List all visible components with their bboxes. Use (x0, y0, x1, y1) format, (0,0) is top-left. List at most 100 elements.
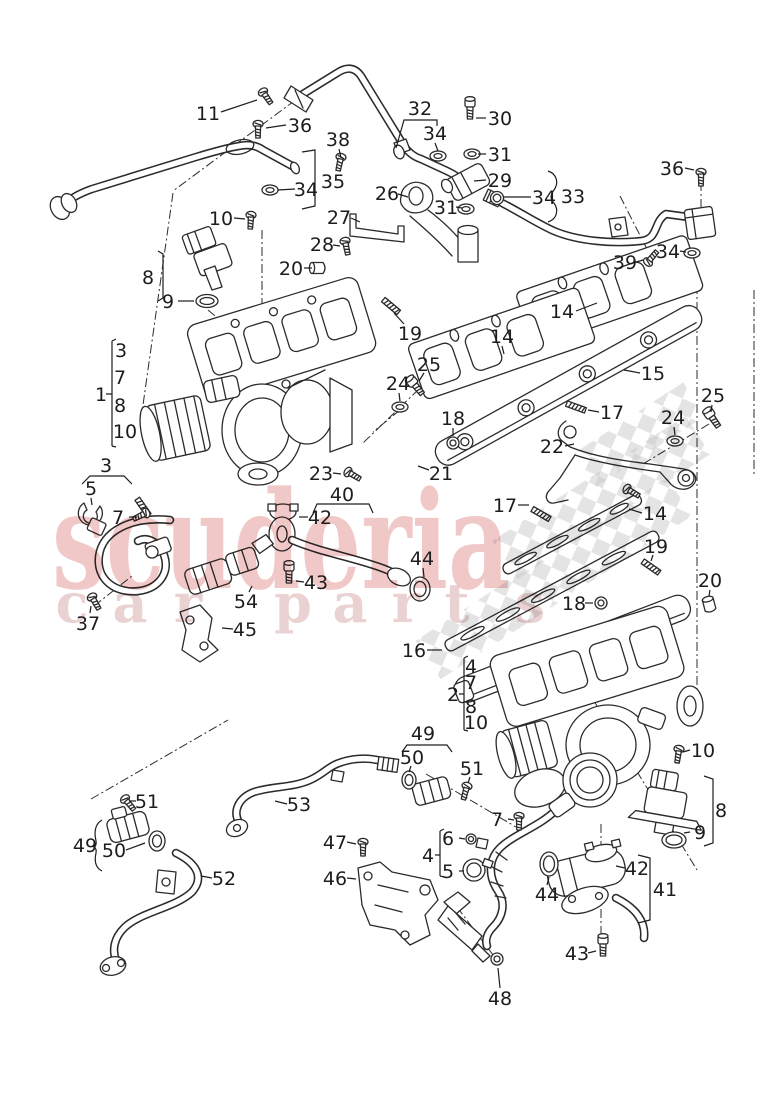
callout-leader-10 (233, 217, 246, 220)
callout-leader-43 (295, 580, 305, 583)
callout-leader-9 (683, 831, 691, 834)
callout-19: 19 (398, 323, 422, 345)
part-manifold-turbo-right (489, 605, 704, 808)
callout-leader-43 (587, 950, 597, 954)
part-oil-pipe-center (267, 503, 431, 602)
part-turbocharger-left (139, 369, 353, 486)
callout-18: 18 (562, 593, 586, 615)
callout-3: 3 (100, 455, 112, 477)
callout-52: 52 (212, 868, 236, 890)
callout-bracket (459, 655, 469, 732)
callout-leader-11 (220, 99, 258, 113)
callout-leader-10 (682, 749, 691, 753)
callout-leader-15 (623, 369, 641, 374)
callout-leader-27 (350, 217, 361, 223)
part-sensor-8-top (181, 226, 233, 309)
callout-34: 34 (656, 241, 680, 263)
part-gasket-14-upper (408, 235, 704, 400)
callout-leader-14 (501, 345, 505, 355)
callout-46: 46 (323, 868, 347, 890)
callout-29: 29 (488, 170, 512, 192)
callout-leader-17 (587, 409, 600, 413)
callout-50: 50 (400, 747, 424, 769)
callout-bracket (301, 149, 316, 210)
watermark-letter: r (392, 571, 421, 635)
callout-leader-51 (467, 776, 471, 784)
callout-leader-36 (265, 124, 287, 129)
callout-26: 26 (375, 183, 399, 205)
checkered-flag-motif (415, 382, 711, 680)
callout-40: 40 (330, 484, 354, 506)
part-manifold-left (186, 276, 377, 400)
callout-20: 20 (279, 258, 303, 280)
callout-8: 8 (465, 696, 477, 718)
callout-31: 31 (488, 144, 512, 166)
callout-25: 25 (417, 354, 441, 376)
callout-leader-37 (89, 605, 92, 614)
callout-49: 49 (411, 723, 435, 745)
callout-leader-24 (398, 392, 401, 402)
callout-6: 6 (442, 828, 454, 850)
callout-10: 10 (113, 421, 137, 443)
watermark-letter: p (274, 571, 312, 635)
callout-bracket (312, 503, 374, 514)
callout-bracket (81, 475, 133, 485)
callout-7: 7 (491, 809, 503, 831)
callout-8: 8 (142, 267, 154, 289)
callout-32: 32 (408, 98, 432, 120)
callout-leader-22 (564, 443, 575, 447)
callout-leader-38 (338, 148, 342, 159)
callout-5: 5 (442, 861, 454, 883)
part-bracket-46-injector (357, 770, 576, 963)
watermark-letter: c (56, 571, 89, 635)
callout-42: 42 (308, 507, 332, 529)
callout-48: 48 (488, 988, 512, 1010)
watermark-word: scuderia (52, 461, 510, 620)
callout-22: 22 (540, 436, 564, 458)
callout-20: 20 (698, 570, 722, 592)
callout-leader-21 (417, 465, 430, 471)
callout-36: 36 (660, 158, 684, 180)
callout-1: 1 (95, 384, 107, 406)
callout-7: 7 (465, 672, 477, 694)
callout-7: 7 (112, 507, 124, 529)
callout-bracket (401, 744, 453, 753)
callout-leader-19 (650, 554, 654, 562)
callout-23: 23 (309, 463, 333, 485)
callout-leader-19 (393, 312, 405, 325)
callout-24: 24 (386, 373, 410, 395)
callout-30: 30 (488, 108, 512, 130)
callout-17: 17 (600, 402, 624, 424)
callout-10: 10 (464, 712, 488, 734)
callout-bracket (637, 854, 651, 924)
part-heat-shield-15 (434, 304, 703, 466)
callout-leader-54 (248, 585, 253, 593)
callout-51: 51 (135, 791, 159, 813)
callout-leader-23 (332, 472, 342, 475)
callout-leader-25 (710, 404, 713, 413)
callout-leader-52 (200, 875, 213, 879)
callout-47: 47 (323, 832, 347, 854)
callout-leader-5 (90, 497, 93, 506)
callout-28: 28 (310, 234, 334, 256)
callout-31: 31 (434, 197, 458, 219)
callout-leader-39 (635, 259, 644, 263)
callout-44: 44 (535, 884, 559, 906)
callout-2: 2 (447, 684, 459, 706)
callout-34: 34 (423, 123, 447, 145)
callout-33: 33 (561, 186, 585, 208)
callout-4: 4 (465, 656, 477, 678)
callout-leader-50 (408, 765, 412, 773)
part-hose-35 (49, 138, 301, 221)
callout-bracket (395, 119, 438, 149)
callout-leader-44 (422, 567, 425, 578)
callout-leader-45 (221, 627, 234, 630)
callout-9: 9 (694, 822, 706, 844)
callout-14: 14 (643, 503, 667, 525)
callout-5: 5 (85, 478, 97, 500)
callout-leader-29 (473, 179, 487, 182)
callout-bracket (157, 250, 164, 302)
callout-37: 37 (76, 613, 100, 635)
